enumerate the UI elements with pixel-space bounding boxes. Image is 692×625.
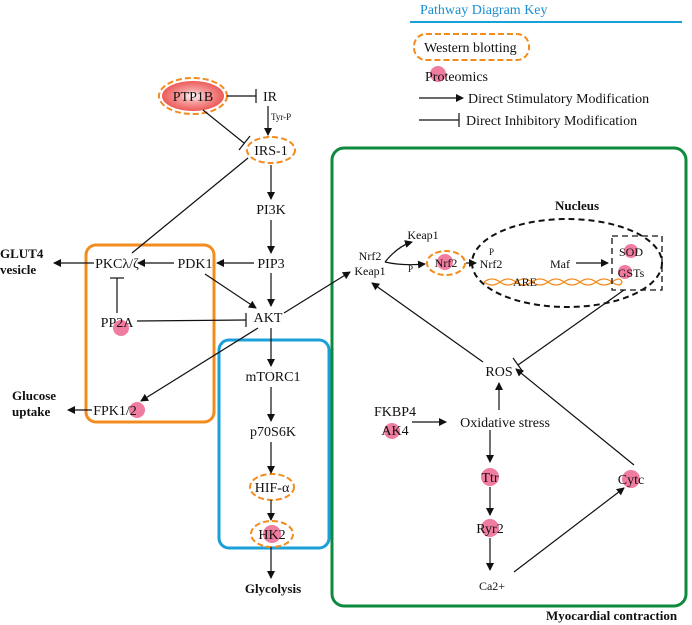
node-ir: IR xyxy=(263,90,278,105)
hk2-proteomics-marker xyxy=(263,525,281,543)
node-sod: SOD xyxy=(619,245,643,259)
node-ak4: AK4 xyxy=(381,424,408,439)
node-akt: AKT xyxy=(254,311,283,326)
phospho-p2: P xyxy=(489,247,494,257)
node-glut4-line2: vesicle xyxy=(0,262,36,277)
nucleus-label: Nucleus xyxy=(555,198,599,213)
node-nrf2: Nrf2 xyxy=(435,256,458,270)
node-pkc: PKCλ/ζ xyxy=(95,257,139,272)
left-pathway-edges xyxy=(53,89,351,579)
node-hk2: HK2 xyxy=(258,528,285,543)
dna-strand-b xyxy=(483,278,623,286)
node-glucose-line1: Glucose xyxy=(12,388,56,403)
node-ca: Ca2+ xyxy=(479,579,505,593)
orange-region-box xyxy=(84,243,216,424)
tyr-p-label: Tyr-P xyxy=(271,112,291,122)
fpk-proteomics-marker xyxy=(129,402,145,418)
node-ryr2: Ryr2 xyxy=(476,522,503,537)
green-region-box xyxy=(330,146,688,608)
hk2-western-marker xyxy=(250,520,294,548)
hif-western-marker xyxy=(249,473,295,501)
sod-gsts-box xyxy=(611,235,663,291)
legend-western-swatch xyxy=(413,33,530,61)
irs1-western-marker xyxy=(246,136,296,164)
legend-western-label: Western blotting xyxy=(424,41,517,56)
phospho-p1: P xyxy=(408,264,413,274)
node-glycolysis: Glycolysis xyxy=(245,581,301,596)
node-glut4-line1: GLUT4 xyxy=(0,246,44,261)
node-pi3k: PI3K xyxy=(256,203,286,218)
node-gsts: GSTs xyxy=(618,266,645,280)
legend-stim-label: Direct Stimulatory Modification xyxy=(468,92,649,107)
node-p70s6k: p70S6K xyxy=(250,425,296,440)
cytc-proteomics-marker xyxy=(622,470,640,488)
region-myocardial-contraction: Myocardial contraction xyxy=(546,608,678,623)
node-pip3: PIP3 xyxy=(257,257,284,272)
legend-title: Pathway Diagram Key xyxy=(420,3,548,18)
node-glucose-line2: uptake xyxy=(12,404,51,419)
node-keap1: Keap1 xyxy=(407,228,438,242)
legend-inhib-label: Direct Inhibitory Modification xyxy=(466,114,637,129)
nrf2-edges xyxy=(371,240,635,573)
node-cytc: Cytc xyxy=(618,473,644,488)
sod-proteomics-marker xyxy=(624,244,638,258)
node-ros: ROS xyxy=(485,365,512,380)
node-nrf2-nucleus: Nrf2 xyxy=(480,257,503,271)
node-hif: HIF-α xyxy=(255,481,290,496)
node-irs1: IRS-1 xyxy=(254,144,287,159)
node-ptp1b: PTP1B xyxy=(173,90,213,105)
blue-region-box xyxy=(217,338,331,550)
legend: Pathway Diagram Key Western blotting Pro… xyxy=(410,3,682,129)
node-fpk: FPK1/2 xyxy=(93,404,137,419)
node-ttr: Ttr xyxy=(481,471,498,486)
node-maf: Maf xyxy=(550,257,570,271)
node-fkbp4: FKBP4 xyxy=(374,405,416,420)
node-pdk1: PDK1 xyxy=(177,257,212,272)
legend-proteomics-dot xyxy=(430,66,446,82)
node-oxidative-stress: Oxidative stress xyxy=(460,416,550,431)
node-mtorc1: mTORC1 xyxy=(246,370,301,385)
node-nrf2-keap1-line1: Nrf2 xyxy=(359,249,382,263)
pp2a-proteomics-marker xyxy=(113,320,129,336)
nrf2-proteomics-marker xyxy=(437,254,453,270)
nrf2-western-marker xyxy=(426,250,466,276)
ttr-proteomics-marker xyxy=(481,468,499,486)
ak4-proteomics-marker xyxy=(384,423,400,439)
gsts-proteomics-marker xyxy=(618,265,632,279)
node-are: ARE xyxy=(513,275,537,289)
legend-proteomics-label: Proteomics xyxy=(425,70,488,85)
ryr2-proteomics-marker xyxy=(481,519,499,537)
ptp1b-highlight xyxy=(162,81,224,111)
node-pp2a: PP2A xyxy=(101,316,135,331)
dna-strand-a xyxy=(483,278,623,286)
node-nrf2-keap1-line2: Keap1 xyxy=(354,264,385,278)
